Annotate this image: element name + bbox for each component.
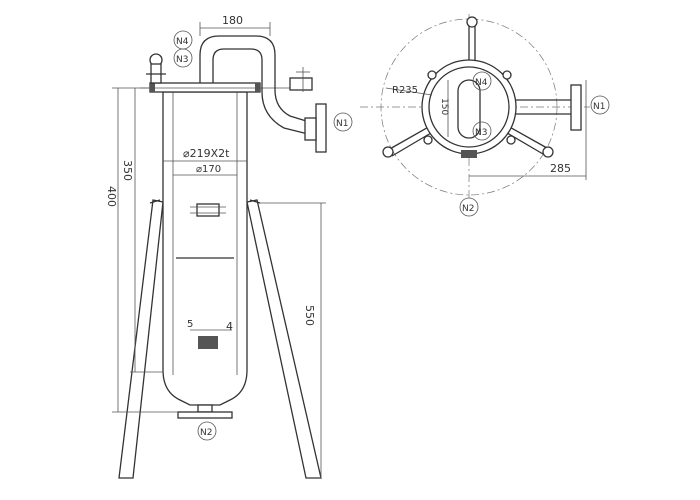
top-n1-flange — [570, 84, 582, 131]
vent-valve — [146, 53, 166, 84]
dim-180: 180 — [222, 14, 243, 27]
svg-text:N4: N4 — [176, 37, 189, 47]
top-nozzle-labels: N4 N3 N1 N2 — [459, 71, 610, 217]
top-view-legs — [382, 16, 554, 158]
front-dimensions: 180 400 350 550 ⌀219X2t ⌀170 5 4 — [105, 14, 326, 478]
svg-text:N4: N4 — [475, 78, 488, 88]
top-view: R235 150 285 N4 N3 N1 N2 — [360, 14, 610, 217]
svg-text:N3: N3 — [475, 128, 487, 138]
filter-element — [176, 203, 234, 349]
inlet-pipe — [199, 35, 317, 125]
support-legs — [118, 199, 322, 479]
dim-inner: ⌀170 — [196, 164, 221, 175]
label-n4: N4 — [173, 30, 193, 50]
dim-r235: R235 — [392, 85, 418, 96]
dim-400: 400 — [105, 186, 118, 207]
svg-text:N1: N1 — [593, 102, 605, 112]
label-n1: N1 — [333, 112, 353, 132]
top-dimensions: R235 150 285 — [385, 85, 587, 180]
dim-150: 150 — [439, 98, 449, 115]
dim-4: 4 — [226, 320, 233, 333]
svg-text:N3: N3 — [176, 55, 188, 65]
front-view: 180 400 350 550 ⌀219X2t ⌀170 5 4 — [105, 14, 353, 479]
label-n2: N2 — [197, 421, 217, 441]
dim-5: 5 — [187, 319, 193, 330]
dim-350: 350 — [121, 160, 134, 181]
dim-285: 285 — [550, 162, 571, 175]
svg-text:N1: N1 — [336, 119, 348, 129]
n2-outlet — [197, 404, 213, 413]
top-flange — [149, 82, 261, 93]
svg-text:N2: N2 — [200, 428, 212, 438]
top-label-n1: N1 — [590, 95, 610, 115]
svg-text:N2: N2 — [462, 204, 474, 214]
dim-shell: ⌀219X2t — [183, 147, 230, 160]
dim-550: 550 — [303, 305, 316, 326]
top-label-n4: N4 — [472, 71, 492, 91]
flange-bolts — [423, 70, 516, 145]
n1-flange — [315, 103, 327, 153]
vessel-shell — [162, 91, 248, 406]
label-n3: N3 — [173, 48, 193, 68]
top-label-n2: N2 — [459, 197, 479, 217]
front-nozzle-labels: N4 N3 N1 N2 — [173, 30, 353, 441]
top-label-n3: N3 — [472, 121, 492, 141]
